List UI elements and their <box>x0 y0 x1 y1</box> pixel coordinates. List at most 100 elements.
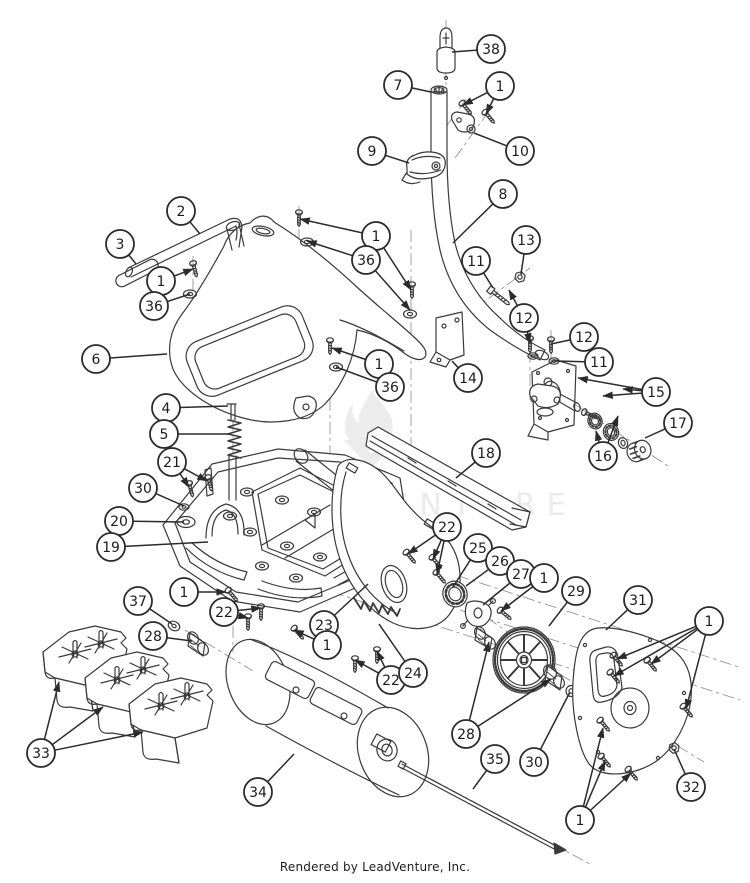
balloon-circle-36[interactable] <box>375 372 405 402</box>
callout-12[interactable]: 12 <box>550 322 599 352</box>
callout-27[interactable]: 27 <box>482 559 536 606</box>
balloon-circle-34[interactable] <box>243 777 273 807</box>
balloon-circle-1[interactable] <box>169 577 199 607</box>
balloon-circle-2[interactable] <box>166 196 196 226</box>
callout-36[interactable]: 36 <box>306 240 411 311</box>
balloon-circle-7[interactable] <box>383 70 413 100</box>
callout-8[interactable]: 8 <box>452 179 518 244</box>
balloon-circle-3[interactable] <box>105 229 135 259</box>
balloon-circle-32[interactable] <box>676 772 706 802</box>
balloon-circle-24[interactable] <box>398 658 428 688</box>
leader-line-14 <box>451 360 459 369</box>
callout-19[interactable]: 19 <box>96 532 209 562</box>
callout-13[interactable]: 13 <box>511 225 541 275</box>
balloon-circle-1[interactable] <box>694 606 724 636</box>
callout-22[interactable]: 22 <box>407 512 462 575</box>
callout-30[interactable]: 30 <box>128 473 185 507</box>
callout-3[interactable]: 3 <box>105 229 137 265</box>
callout-18[interactable]: 18 <box>455 438 501 479</box>
callout-22[interactable]: 22 <box>354 650 406 695</box>
balloon-circle-36[interactable] <box>139 291 169 321</box>
balloon-circle-1[interactable] <box>529 563 559 593</box>
callout-22[interactable]: 22 <box>209 597 262 627</box>
callout-38[interactable]: 38 <box>451 34 506 64</box>
callout-30[interactable]: 30 <box>519 691 571 777</box>
callout-1[interactable]: 1 <box>565 727 632 835</box>
callout-15[interactable]: 15 <box>577 376 671 407</box>
balloon-circle-5[interactable] <box>149 419 179 449</box>
balloon-circle-29[interactable] <box>561 576 591 606</box>
callout-1[interactable]: 1 <box>299 217 412 291</box>
callout-16[interactable]: 16 <box>588 415 619 471</box>
callout-1[interactable]: 1 <box>169 577 227 607</box>
callout-36[interactable]: 36 <box>139 291 191 321</box>
balloon-number-31: 31 <box>629 593 647 609</box>
balloon-circle-19[interactable] <box>96 532 126 562</box>
balloon-circle-36[interactable] <box>351 245 381 275</box>
callout-12[interactable]: 12 <box>508 289 539 344</box>
callout-29[interactable]: 29 <box>548 576 591 627</box>
balloon-circle-28[interactable] <box>451 719 481 749</box>
balloon-number-1: 1 <box>496 79 505 95</box>
balloon-circle-30[interactable] <box>128 473 158 503</box>
balloon-circle-37[interactable] <box>123 586 153 616</box>
callout-28[interactable]: 28 <box>138 621 193 651</box>
balloon-number-37: 37 <box>129 594 147 610</box>
callout-2[interactable]: 2 <box>166 196 201 235</box>
balloon-circle-14[interactable] <box>453 363 483 393</box>
callout-10[interactable]: 10 <box>473 132 535 166</box>
balloon-circle-1[interactable] <box>485 71 515 101</box>
balloon-circle-1[interactable] <box>565 805 595 835</box>
balloon-circle-22[interactable] <box>209 597 239 627</box>
callout-26[interactable]: 26 <box>465 546 515 587</box>
balloon-circle-31[interactable] <box>623 585 653 615</box>
balloon-circle-12[interactable] <box>569 322 599 352</box>
callout-34[interactable]: 34 <box>243 753 295 807</box>
balloon-circle-21[interactable] <box>157 447 187 477</box>
callout-1[interactable]: 1 <box>500 563 559 612</box>
balloon-circle-11[interactable] <box>584 347 614 377</box>
balloon-circle-10[interactable] <box>505 136 535 166</box>
callout-21[interactable]: 21 <box>157 447 208 488</box>
callout-6[interactable]: 6 <box>81 344 168 374</box>
callout-11[interactable]: 11 <box>461 246 494 289</box>
callout-14[interactable]: 14 <box>451 360 483 393</box>
callout-25[interactable]: 25 <box>452 533 493 588</box>
balloon-circle-12[interactable] <box>509 303 539 333</box>
callout-7[interactable]: 7 <box>383 70 432 100</box>
leader-line-38 <box>451 49 478 53</box>
callout-35[interactable]: 35 <box>472 744 510 790</box>
callout-11[interactable]: 11 <box>554 347 614 377</box>
callout-32[interactable]: 32 <box>673 748 706 802</box>
balloon-circle-11[interactable] <box>461 246 491 276</box>
balloon-circle-38[interactable] <box>476 34 506 64</box>
balloon-circle-17[interactable] <box>663 408 693 438</box>
balloon-circle-13[interactable] <box>511 225 541 255</box>
callout-1[interactable]: 1 <box>293 629 342 660</box>
callout-5[interactable]: 5 <box>149 419 229 449</box>
callout-9[interactable]: 9 <box>357 136 410 166</box>
balloon-circle-28[interactable] <box>138 621 168 651</box>
balloon-circle-30[interactable] <box>519 747 549 777</box>
callout-17[interactable]: 17 <box>644 408 693 439</box>
balloon-circle-25[interactable] <box>463 533 493 563</box>
balloon-circle-15[interactable] <box>641 377 671 407</box>
leader-line-28 <box>468 641 491 721</box>
callout-36[interactable]: 36 <box>335 366 405 402</box>
callout-1[interactable]: 1 <box>462 71 515 115</box>
callout-1[interactable]: 1 <box>613 606 724 710</box>
callout-37[interactable]: 37 <box>123 586 173 625</box>
balloon-circle-1[interactable] <box>312 630 342 660</box>
callout-31[interactable]: 31 <box>605 585 653 631</box>
callout-24[interactable]: 24 <box>378 623 428 688</box>
balloon-circle-22[interactable] <box>432 512 462 542</box>
balloon-circle-33[interactable] <box>26 738 56 768</box>
balloon-circle-6[interactable] <box>81 344 111 374</box>
balloon-circle-8[interactable] <box>488 179 518 209</box>
balloon-circle-18[interactable] <box>471 438 501 468</box>
balloon-circle-9[interactable] <box>357 136 387 166</box>
balloon-circle-35[interactable] <box>480 744 510 774</box>
callout-33[interactable]: 33 <box>26 681 144 768</box>
balloon-circle-16[interactable] <box>588 441 618 471</box>
callout-28[interactable]: 28 <box>451 641 552 749</box>
